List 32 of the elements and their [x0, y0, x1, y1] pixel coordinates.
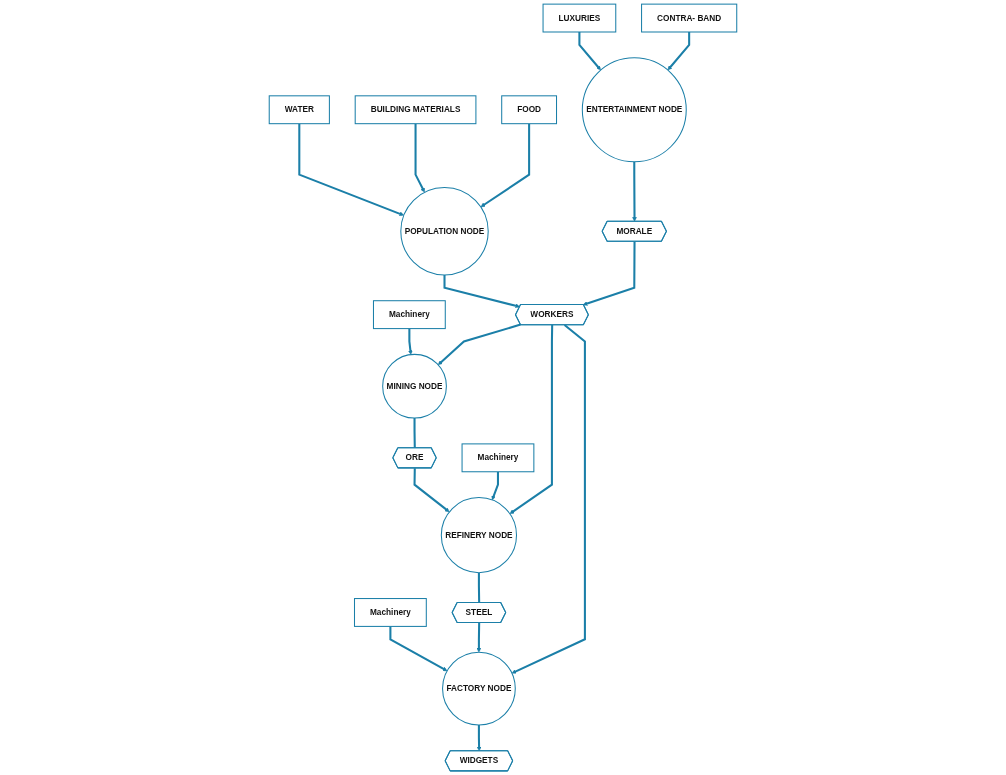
arrow [578, 32, 601, 71]
node-box: LUXURIES [542, 3, 617, 33]
node-box: BUILDING MATERIALS [354, 95, 477, 125]
node-box: CONTRA- BAND [641, 3, 738, 33]
arrow [632, 161, 637, 222]
node-circle: REFINERY NODE [440, 497, 518, 574]
arrow [582, 241, 636, 306]
arrow [408, 328, 413, 355]
connector [413, 418, 416, 449]
arrow [667, 32, 691, 71]
arrow [413, 468, 450, 513]
node-circle: ENTERTAINMENT NODE [581, 57, 687, 163]
node-circle: MINING NODE [382, 353, 447, 419]
arrow [480, 123, 531, 208]
arrow [298, 123, 404, 216]
arrow [491, 471, 499, 501]
arrow [509, 324, 554, 514]
node-circle: POPULATION NODE [400, 187, 489, 276]
arrow [443, 274, 520, 308]
node-box: Machinery [372, 300, 446, 330]
arrow [414, 123, 425, 193]
node-box: FOOD [501, 95, 558, 125]
connector [477, 572, 481, 603]
node-box: Machinery [461, 443, 535, 473]
node-box: Machinery [354, 598, 427, 627]
node-box: WATER [268, 95, 330, 125]
arrow [476, 724, 482, 752]
arrow [437, 323, 521, 366]
node-circle: FACTORY NODE [442, 651, 516, 726]
arrow [511, 324, 586, 674]
arrow [476, 622, 482, 653]
arrow [389, 626, 448, 672]
